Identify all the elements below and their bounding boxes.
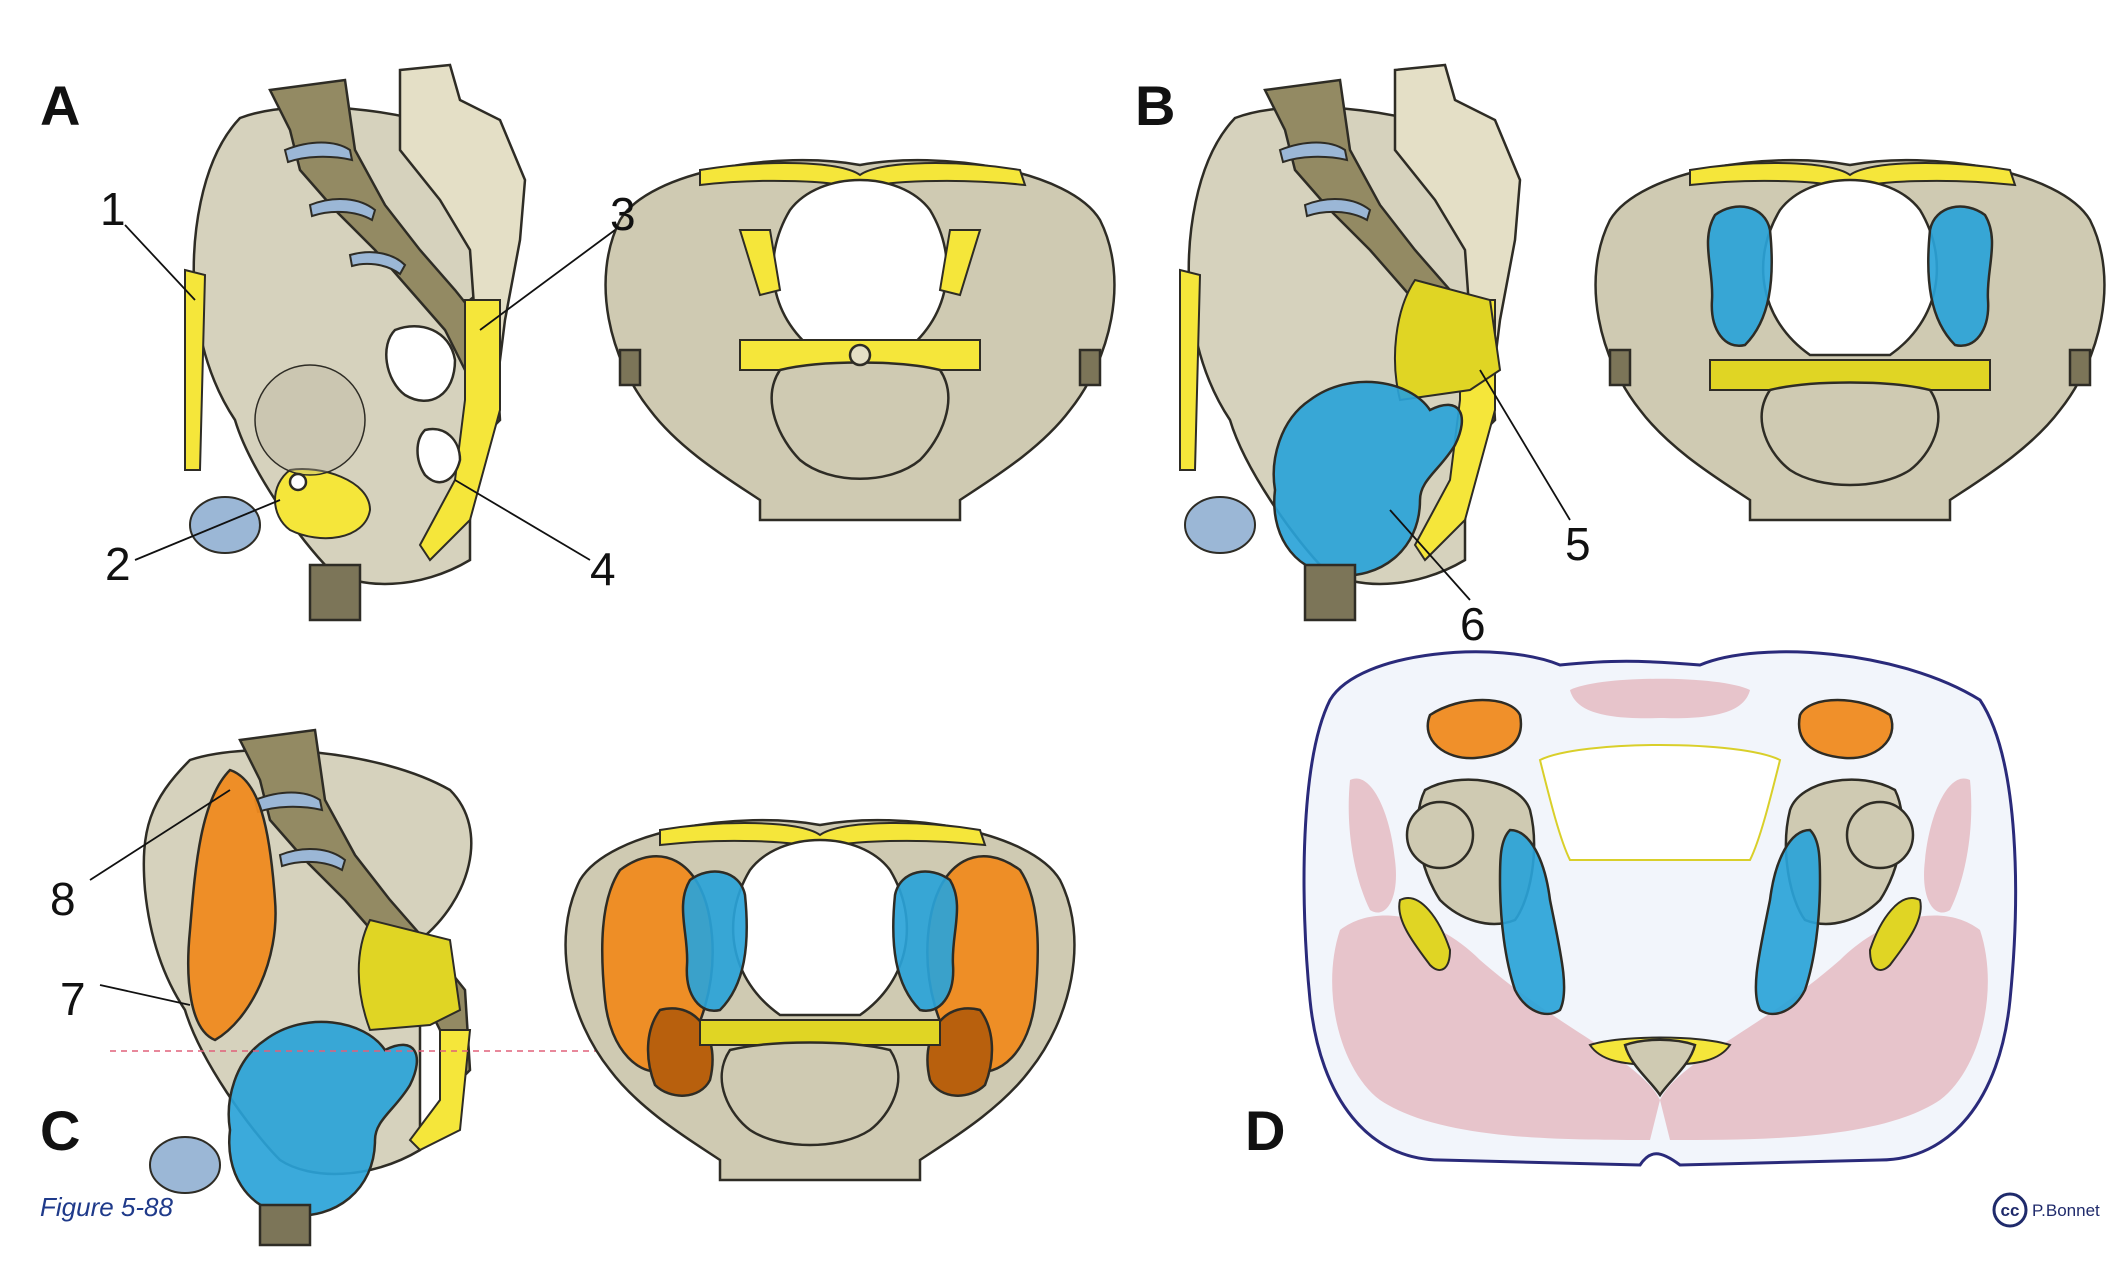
panel-b-lateral-view	[1179, 63, 1522, 622]
label-3: 3	[610, 188, 636, 240]
label-5: 5	[1565, 518, 1591, 570]
panel-label-a: A	[40, 74, 80, 137]
label-8: 8	[50, 873, 76, 925]
label-1: 1	[100, 183, 126, 235]
panel-label-b: B	[1135, 74, 1175, 137]
panel-c-front-view	[564, 818, 1076, 1182]
label-2: 2	[105, 538, 131, 590]
cc-logo-text: cc	[2001, 1201, 2020, 1220]
panel-label-c: C	[40, 1099, 80, 1162]
label-4: 4	[590, 543, 616, 595]
label-7: 7	[60, 973, 86, 1025]
author-credit: P.Bonnet	[2032, 1201, 2100, 1220]
cc-license-badge: cc P.Bonnet	[1992, 1192, 2100, 1228]
panel-label-d: D	[1245, 1099, 1285, 1162]
figure-caption: Figure 5-88	[40, 1192, 173, 1222]
panel-b-front-view	[1594, 158, 2106, 522]
panel-c-lateral-view	[110, 728, 600, 1247]
panel-d-cross-section	[1302, 650, 2018, 1167]
panel-a-front-view	[604, 158, 1116, 522]
panel-a-lateral-view	[184, 63, 527, 622]
label-6: 6	[1460, 598, 1486, 650]
leader-lines	[89, 224, 1571, 1006]
